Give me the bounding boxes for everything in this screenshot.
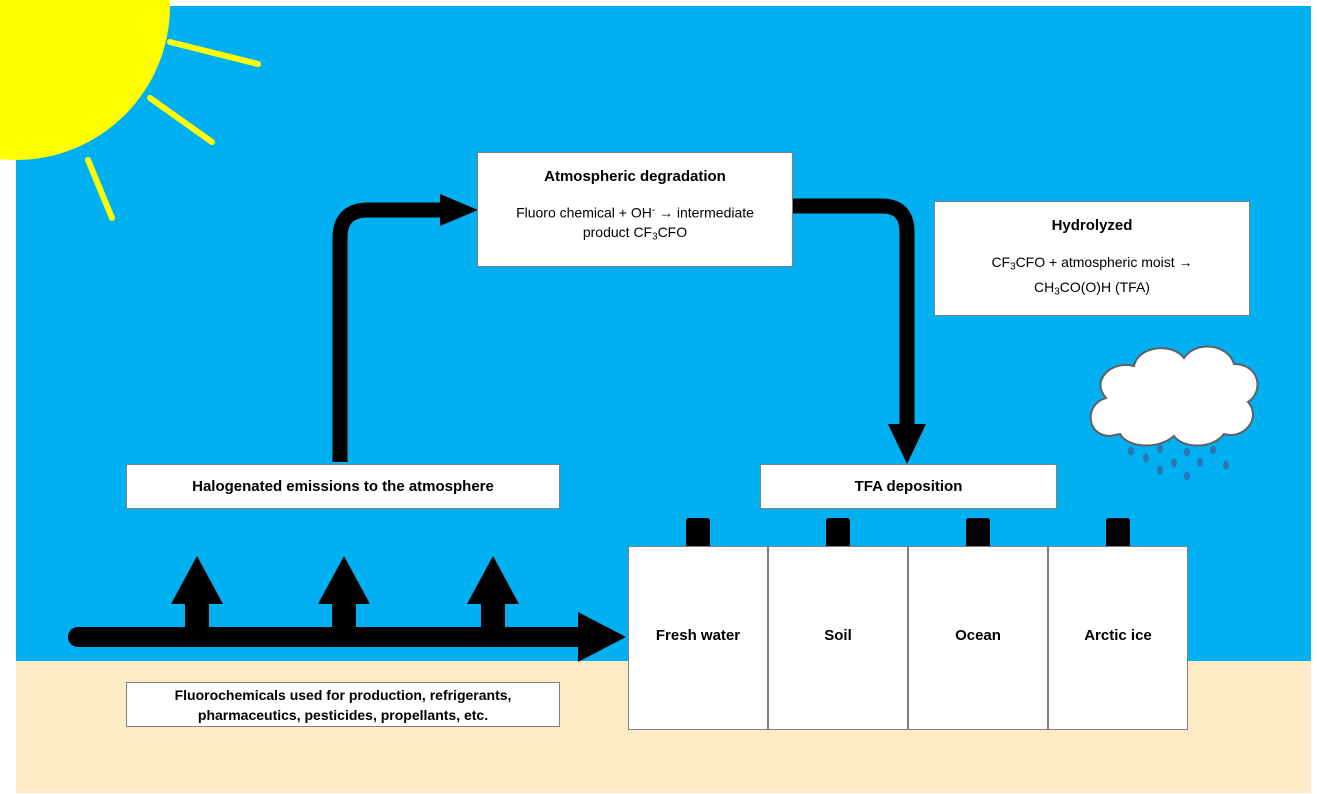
- fluorochemical-sources-box: Fluorochemicals used for production, ref…: [126, 682, 560, 727]
- atmospheric-degradation-box: Atmospheric degradation Fluoro chemical …: [477, 152, 793, 267]
- hydrolyzed-title: Hydrolyzed: [1051, 217, 1133, 234]
- deposition-label: TFA deposition: [854, 477, 963, 495]
- degradation-title: Atmospheric degradation: [544, 168, 726, 185]
- degradation-line-2: product CF3CFO: [582, 224, 688, 243]
- hydrolyzed-line-1: CF3CFO + atmospheric moist →: [991, 254, 1193, 273]
- sources-line-2: pharmaceutics, pesticides, propellants, …: [197, 707, 489, 723]
- emissions-box: Halogenated emissions to the atmosphere: [126, 464, 560, 509]
- sun-icon: [0, 0, 261, 221]
- compartment-soil: Soil: [768, 546, 908, 730]
- emission-up-arrow: [318, 556, 370, 637]
- degradation-line-1: Fluoro chemical + OH- → intermediate: [516, 204, 754, 221]
- hydrolyzed-box: Hydrolyzed CF3CFO + atmospheric moist → …: [934, 201, 1250, 316]
- sources-line-1: Fluorochemicals used for production, ref…: [174, 687, 512, 703]
- hydrolyzed-line-2: CH3CO(O)H (TFA): [1034, 279, 1150, 298]
- arrow-emissions-to-degradation: [332, 194, 478, 462]
- emissions-label: Halogenated emissions to the atmosphere: [192, 477, 494, 495]
- compartment-fresh-water: Fresh water: [628, 546, 768, 730]
- tfa-deposition-box: TFA deposition: [760, 464, 1057, 509]
- rain-cloud-icon: [1089, 345, 1259, 481]
- emission-up-arrow: [467, 556, 519, 637]
- compartment-arctic-ice: Arctic ice: [1048, 546, 1188, 730]
- arrow-degradation-to-deposition: [793, 198, 926, 464]
- compartment-ocean: Ocean: [908, 546, 1048, 730]
- emission-up-arrow: [171, 556, 223, 637]
